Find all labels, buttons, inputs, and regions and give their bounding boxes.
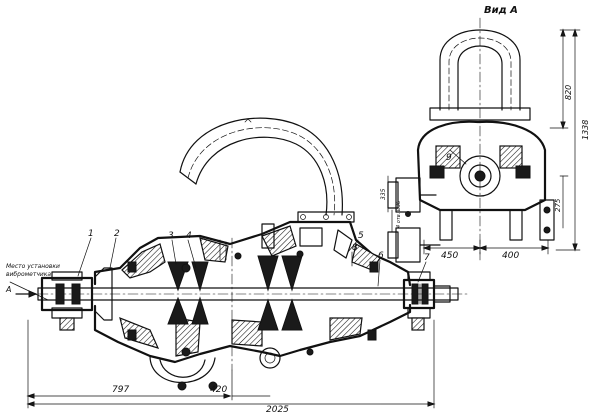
side-view-a: Вид А 9 450 400 820 1338 275 335 4 отв. …: [380, 5, 590, 263]
shaft: [19, 237, 471, 371]
callout-1: 1: [88, 229, 94, 239]
callout-5: 5: [358, 231, 364, 241]
side-casing: [416, 120, 547, 241]
callout-8: 8: [352, 243, 358, 253]
left-bearing-housing: [40, 267, 113, 331]
installation-note: Место установки виброметчика: [6, 263, 62, 278]
callout-7: 7: [424, 253, 430, 263]
dim-left-offset: 797: [112, 385, 129, 395]
u-bend-pipe: [429, 17, 531, 261]
side-flanges: [387, 177, 555, 263]
callout-leaders: [9, 237, 427, 301]
view-arrow: [15, 290, 38, 298]
dim-flange-height: 335: [380, 188, 387, 200]
view-title: Вид А: [484, 5, 518, 16]
arrow-label: А: [5, 285, 11, 294]
dim-width-left: 450: [441, 251, 458, 261]
dim-center-offset: 420: [210, 385, 227, 395]
right-bearing-housing: [402, 271, 451, 331]
dim-overall-length: 2025: [266, 405, 289, 415]
dim-bolt-holes: 4 отв. Ø36: [395, 201, 402, 228]
side-dimensions: [387, 28, 581, 255]
dim-width-right: 400: [502, 251, 519, 261]
main-section-view: 1 2 3 4 5 6 7 8 А Место установки вибром…: [5, 117, 471, 415]
dim-height-upper: 820: [564, 85, 573, 100]
dim-height-total: 1338: [581, 120, 590, 140]
callout-2: 2: [114, 229, 120, 239]
callout-3: 3: [168, 231, 174, 241]
callout-9: 9: [446, 153, 452, 163]
dim-height-axis: 275: [554, 198, 562, 212]
pump-casing: [93, 220, 412, 391]
discharge-pipe: [179, 117, 355, 223]
callout-4: 4: [186, 231, 192, 241]
callout-6: 6: [378, 251, 384, 261]
bottom-dimensions: [26, 319, 436, 409]
